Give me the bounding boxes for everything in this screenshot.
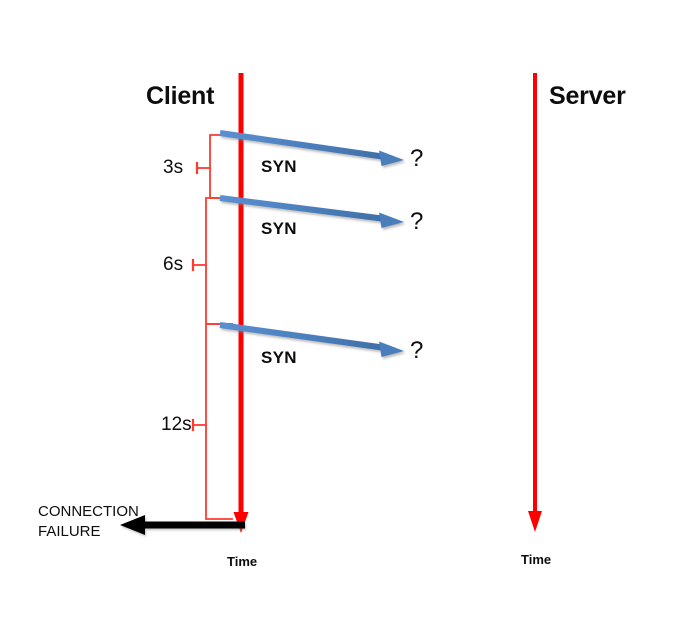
- no-response-marker-1: ?: [410, 145, 424, 172]
- retry-bracket-12s: [191, 323, 233, 520]
- no-response-marker-2: ?: [410, 208, 424, 235]
- server-lifeline: [528, 73, 542, 532]
- client-title: Client: [146, 82, 215, 110]
- retry-interval-label-6s: 6s: [163, 254, 184, 275]
- connection-failure-arrow: [120, 515, 245, 535]
- retry-interval-label-12s: 12s: [161, 414, 192, 435]
- no-response-marker-3: ?: [410, 337, 424, 364]
- syn-arrow-3: [219, 322, 404, 357]
- server-title: Server: [549, 82, 626, 110]
- syn-arrow-1: [219, 130, 404, 166]
- syn-arrow-2: [219, 195, 404, 228]
- server-time-axis-label: Time: [521, 552, 552, 567]
- retry-interval-label-3s: 3s: [163, 157, 184, 178]
- connection-failure-label-line1: CONNECTION: [38, 503, 139, 520]
- connection-failure-label-line2: FAILURE: [38, 523, 101, 540]
- client-lifeline: [233, 73, 249, 533]
- retry-bracket-3s: [195, 134, 233, 199]
- message-label-syn-1: SYN: [261, 157, 297, 176]
- retry-bracket-6s: [191, 197, 233, 325]
- message-label-syn-2: SYN: [261, 219, 297, 238]
- client-time-axis-label: Time: [227, 554, 258, 569]
- message-label-syn-3: SYN: [261, 348, 297, 367]
